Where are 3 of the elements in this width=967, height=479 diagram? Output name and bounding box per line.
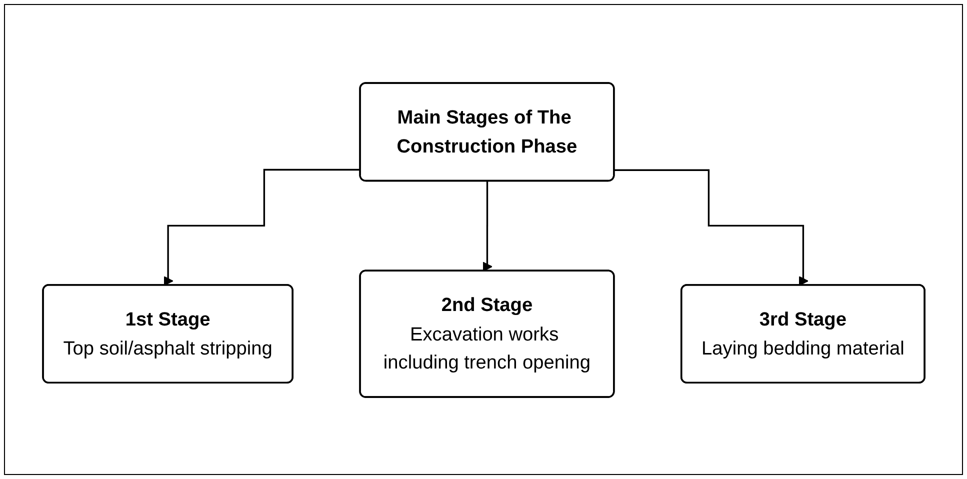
arrow <box>482 180 492 272</box>
arrow <box>614 168 808 286</box>
arrow <box>163 168 360 286</box>
